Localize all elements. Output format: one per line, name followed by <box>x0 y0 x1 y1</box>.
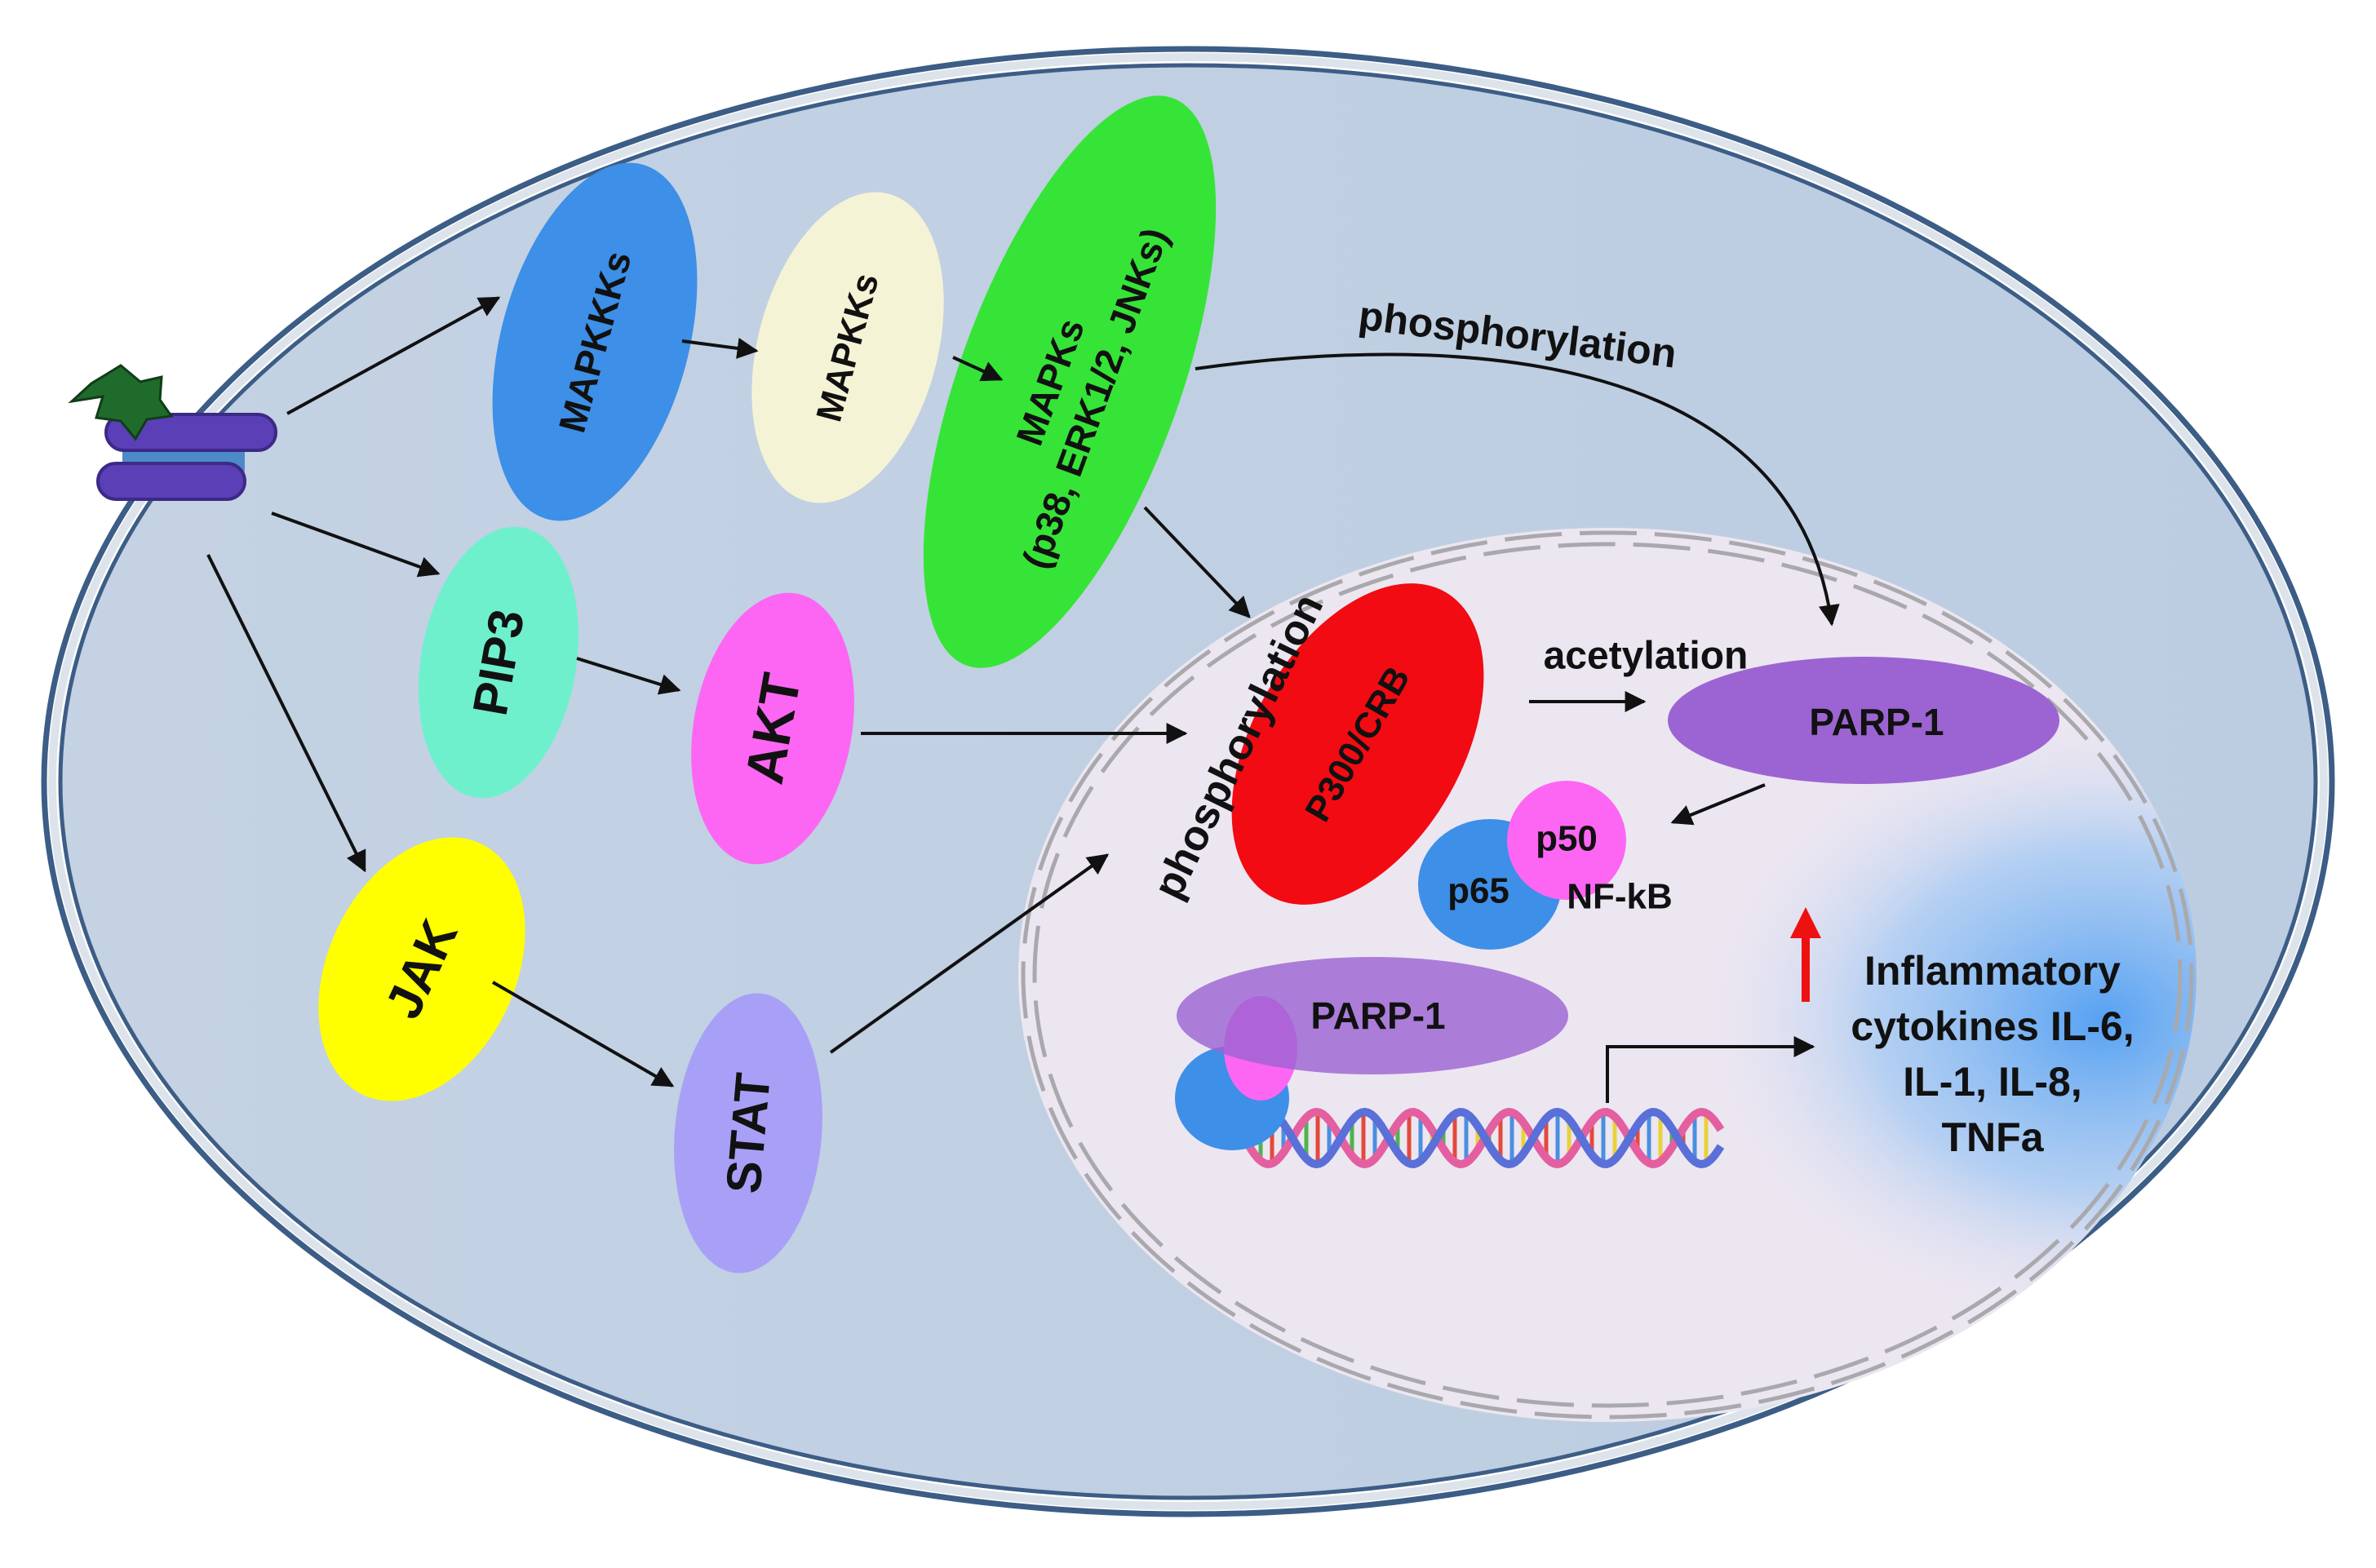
dna-icon <box>1240 1107 1725 1169</box>
receptor-bar-top <box>104 413 277 452</box>
cytokines-line-1: Inflammatory <box>1864 948 2121 994</box>
parp1-dna-complex: PARP-1 <box>1175 957 1568 1150</box>
arrow-jak-to-stat <box>492 981 675 1087</box>
stat-label: STAT <box>716 1070 781 1195</box>
nfkb-complex: p65 p50 NF-kB <box>1418 781 1673 950</box>
node-mapks: MAPKs (p38, ERK1/2, JNKs) <box>923 95 1217 668</box>
arrow-pip3-to-akt <box>576 657 681 695</box>
acetylation-label: acetylation <box>1544 635 1749 678</box>
node-jak: JAK <box>318 837 525 1101</box>
arrows <box>206 296 1840 1103</box>
cytokines-output: Inflammatory cytokines IL-6, IL-1, IL-8,… <box>1851 948 2134 1160</box>
node-mapkks: MAPKKs <box>751 192 944 503</box>
arrow-dna-to-cytokines <box>1606 1036 1815 1103</box>
cytokines-line-3: IL-1, IL-8, <box>1903 1059 2081 1105</box>
node-p300-crb: P300/CRB <box>1231 583 1484 905</box>
arrow-receptor-to-jak <box>206 554 366 873</box>
node-mapkkks: MAPKKKs <box>492 162 698 521</box>
nfkb-label: NF-kB <box>1567 877 1673 917</box>
receptor <box>68 364 277 501</box>
cytokines-line-4: TNFa <box>1942 1114 2045 1160</box>
p65-label: p65 <box>1447 871 1509 911</box>
node-pip3: PIP3 <box>419 526 578 799</box>
arrow-mapks-to-nucleus <box>1143 506 1251 618</box>
arrow-mapkkks-to-mapkks <box>681 338 759 359</box>
node-parp1-bottom <box>1177 957 1568 1074</box>
receptor-bar-bottom <box>96 462 246 501</box>
node-stat: STAT <box>674 993 822 1273</box>
arrow-receptor-to-mapkkks <box>286 296 501 415</box>
node-akt: AKT <box>691 592 854 865</box>
arrow-receptor-to-pip3 <box>271 512 441 578</box>
arrow-mapkks-to-mapks <box>952 356 1004 382</box>
parp1-top-label: PARP-1 <box>1809 701 1944 743</box>
parp1-bottom-label: PARP-1 <box>1310 994 1445 1037</box>
node-parp1-top: PARP-1 <box>1668 657 2059 784</box>
cytokines-line-2: cytokines IL-6, <box>1851 1003 2134 1049</box>
p50-node <box>1507 781 1626 900</box>
p50-label: p50 <box>1536 819 1598 859</box>
arrow-stat-to-nucleus <box>829 853 1110 1054</box>
arrow-mapks-to-parp1 <box>1195 352 1840 627</box>
ligand-star-icon <box>68 364 174 441</box>
increase-arrow-icon <box>1790 907 1821 1002</box>
arrow-parp1-to-nfkb <box>1670 783 1766 826</box>
